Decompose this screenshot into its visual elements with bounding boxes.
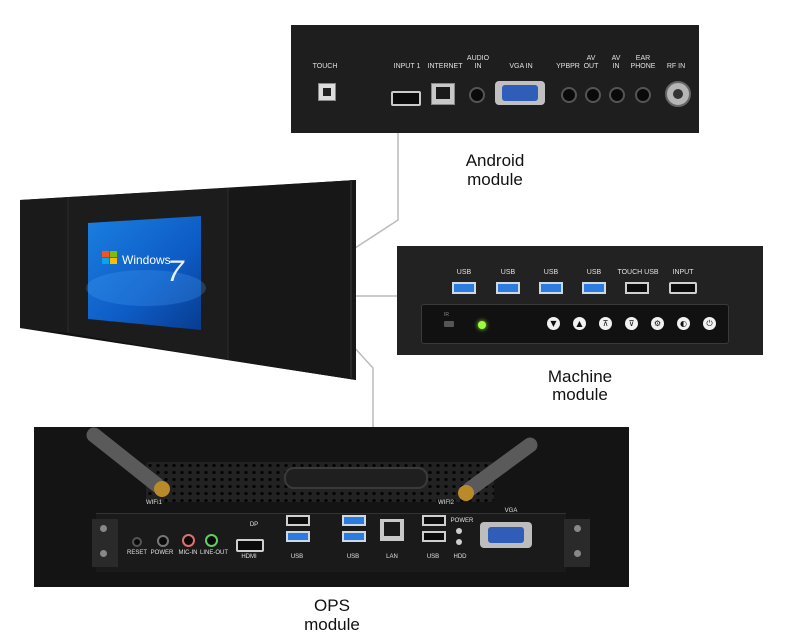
windows-version-text: 7 bbox=[167, 255, 185, 288]
vga-label: VGA bbox=[504, 508, 518, 514]
wifi1-label: WIFI1 bbox=[146, 500, 162, 506]
ops-usb-port-6 bbox=[422, 531, 446, 542]
ops-vga-port bbox=[480, 522, 532, 548]
audio-in-label-1: AUDIO bbox=[466, 55, 490, 62]
windows-logo-text: Windows bbox=[122, 253, 171, 267]
power-button[interactable]: ⏻ bbox=[703, 317, 716, 330]
av-in-label-1: AV bbox=[611, 55, 621, 62]
ypbpr-jack bbox=[561, 87, 577, 103]
earphone-label-2: PHONE bbox=[630, 63, 656, 70]
wifi2-label: WIFI2 bbox=[438, 500, 454, 506]
right-bracket bbox=[564, 519, 590, 567]
channel-up-button[interactable]: ⊼ bbox=[599, 317, 612, 330]
machine-touch-usb-label: TOUCH USB bbox=[617, 269, 659, 276]
display-screen bbox=[88, 216, 201, 330]
reset-button[interactable] bbox=[132, 537, 142, 547]
av-out-label-2: OUT bbox=[583, 63, 599, 70]
machine-input-label: INPUT bbox=[672, 269, 694, 276]
ypbpr-label: YPBPR bbox=[556, 63, 580, 70]
lan-label: LAN bbox=[386, 554, 398, 560]
machine-usb-label-3: USB bbox=[543, 269, 559, 276]
ir-sensor-label: IR bbox=[444, 312, 449, 318]
machine-module-panel: USB USB USB USB TOUCH USB INPUT IR ▼ ▲ ⊼… bbox=[397, 246, 763, 355]
ir-sensor bbox=[444, 321, 454, 327]
audio-in-jack bbox=[469, 87, 485, 103]
android-module-panel: TOUCH INPUT 1 INTERNET AUDIO IN VGA IN Y… bbox=[291, 25, 699, 133]
vga-in-label: VGA IN bbox=[509, 63, 533, 70]
android-caption-line1: Android bbox=[465, 151, 525, 170]
power-indicator-led bbox=[478, 321, 486, 329]
machine-usb-label-4: USB bbox=[586, 269, 602, 276]
machine-caption-line2: module bbox=[552, 385, 608, 404]
ops-hdd-led bbox=[456, 539, 462, 545]
av-out-label-1: AV bbox=[586, 55, 596, 62]
channel-down-button[interactable]: ⊽ bbox=[625, 317, 638, 330]
earphone-jack bbox=[635, 87, 651, 103]
av-in-jack bbox=[609, 87, 625, 103]
machine-usb-label-1: USB bbox=[456, 269, 472, 276]
line-out-label: LINE-OUT bbox=[199, 550, 228, 556]
mic-in-label: MIC-IN bbox=[178, 550, 198, 556]
left-bracket bbox=[92, 519, 118, 567]
control-strip: IR ▼ ▲ ⊼ ⊽ ⚙ ◐ ⏻ bbox=[421, 304, 729, 344]
ops-caption-line1: OPS bbox=[314, 596, 350, 615]
rj45-port bbox=[431, 83, 455, 105]
touch-port-label: TOUCH bbox=[312, 63, 338, 70]
rf-in-label: RF IN bbox=[666, 63, 686, 70]
wifi-antennas bbox=[86, 427, 538, 501]
android-caption-line2: module bbox=[467, 170, 523, 189]
input1-port-label: INPUT 1 bbox=[393, 63, 421, 70]
source-button[interactable]: ◐ bbox=[677, 317, 690, 330]
touch-usb-port bbox=[625, 282, 649, 294]
power-label: POWER bbox=[150, 550, 174, 556]
usb3-port-2 bbox=[496, 282, 520, 294]
volume-up-button[interactable]: ▲ bbox=[573, 317, 586, 330]
ops-module-photo: WIFI1 WIFI2 VGA DP RESET POWER MIC-IN LI… bbox=[34, 427, 629, 587]
ops-usb-port-2 bbox=[286, 531, 310, 542]
ops-usb-port-4 bbox=[342, 531, 366, 542]
dp-label: DP bbox=[249, 522, 259, 528]
av-in-label-2: IN bbox=[612, 63, 620, 70]
usb3-port-3 bbox=[539, 282, 563, 294]
usb-label-a: USB bbox=[290, 554, 304, 560]
usb3-port-1 bbox=[452, 282, 476, 294]
hdmi-port bbox=[391, 91, 421, 106]
reset-label: RESET bbox=[126, 550, 147, 556]
ops-usb-port-1 bbox=[286, 515, 310, 526]
mic-in-jack bbox=[182, 534, 195, 547]
audio-in-label-2: IN bbox=[474, 63, 482, 70]
usb3-port-4 bbox=[582, 282, 606, 294]
ops-power-led bbox=[456, 528, 462, 534]
vga-port bbox=[495, 81, 545, 105]
blackboard-display: Windows 7 bbox=[20, 180, 356, 380]
av-out-jack bbox=[585, 87, 601, 103]
hdmi-label: HDMI bbox=[241, 554, 257, 560]
ops-power-button[interactable] bbox=[157, 535, 169, 547]
ops-lan-port bbox=[380, 519, 404, 541]
earphone-label-1: EAR bbox=[635, 55, 651, 62]
internet-port-label: INTERNET bbox=[427, 63, 463, 70]
hdd-label: HDD bbox=[453, 554, 467, 560]
ops-usb-port-5 bbox=[422, 515, 446, 526]
machine-hdmi-port bbox=[669, 282, 697, 294]
ops-handle bbox=[284, 467, 428, 489]
usb-label-b: USB bbox=[346, 554, 360, 560]
machine-usb-label-2: USB bbox=[500, 269, 516, 276]
ops-usb-port-3 bbox=[342, 515, 366, 526]
menu-button[interactable]: ⚙ bbox=[651, 317, 664, 330]
ops-caption-line2: module bbox=[304, 615, 360, 634]
usb-b-port bbox=[318, 83, 336, 101]
ops-hdmi-port bbox=[236, 539, 264, 552]
line-out-jack bbox=[205, 534, 218, 547]
power-led-label: POWER bbox=[450, 518, 474, 524]
machine-caption-line1: Machine bbox=[547, 367, 613, 386]
rf-in-connector bbox=[665, 81, 691, 107]
volume-down-button[interactable]: ▼ bbox=[547, 317, 560, 330]
usb-label-c: USB bbox=[426, 554, 440, 560]
